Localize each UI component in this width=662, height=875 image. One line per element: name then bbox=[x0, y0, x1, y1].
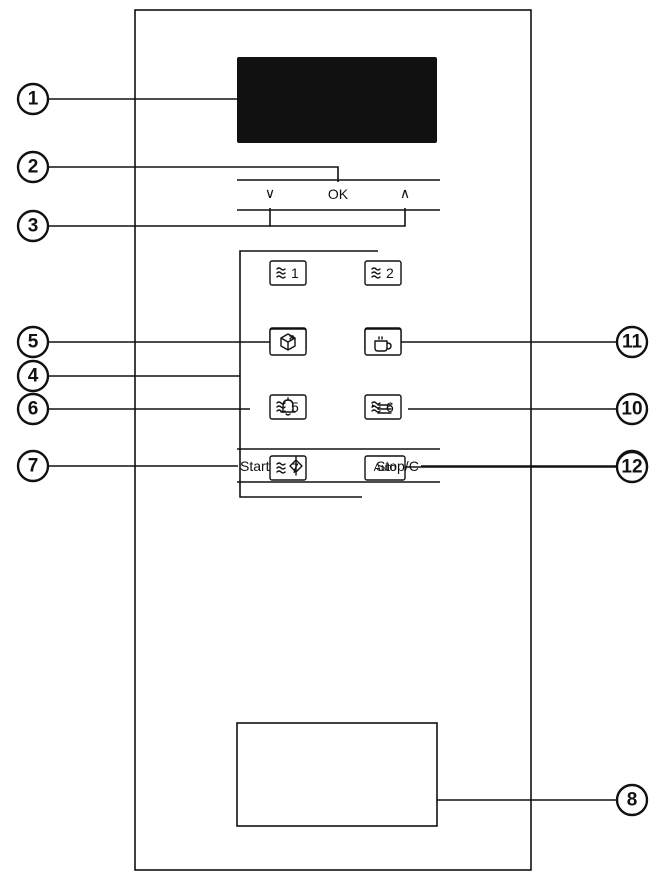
programme-key-7-label: 7 bbox=[291, 460, 299, 476]
svg-text:10: 10 bbox=[621, 399, 642, 420]
menu-button[interactable] bbox=[372, 404, 392, 414]
programme-key-6-label: 6 bbox=[386, 399, 394, 415]
door-release-button[interactable] bbox=[236, 722, 438, 827]
defrost-icon bbox=[280, 333, 296, 351]
callout-8: 8 bbox=[615, 783, 649, 817]
callout-3: 3 bbox=[16, 209, 50, 243]
display-screen bbox=[237, 57, 437, 143]
svg-text:12: 12 bbox=[621, 457, 642, 478]
up-arrow-button[interactable]: ∧ bbox=[400, 185, 410, 201]
bracket-4 bbox=[239, 250, 378, 498]
programme-key-5-label: 5 bbox=[291, 399, 299, 415]
svg-text:2: 2 bbox=[28, 157, 39, 178]
callout-2: 2 bbox=[16, 150, 50, 184]
start-button[interactable]: Start bbox=[240, 456, 303, 476]
svg-text:8: 8 bbox=[627, 790, 638, 811]
wave-icon bbox=[371, 267, 381, 279]
svg-text:1: 1 bbox=[28, 89, 39, 110]
programme-key-7[interactable]: 7 bbox=[269, 455, 307, 481]
callout-4: 4 bbox=[16, 359, 50, 393]
callout-11: 11 bbox=[615, 325, 649, 359]
wave-icon bbox=[276, 267, 286, 279]
auto-button[interactable]: Auto bbox=[364, 455, 406, 481]
cup-icon bbox=[374, 336, 392, 352]
wave-icon bbox=[276, 462, 286, 474]
callout-10: 10 bbox=[615, 392, 649, 426]
programme-key-5[interactable]: 5 bbox=[269, 394, 307, 420]
svg-text:6: 6 bbox=[28, 399, 39, 420]
start-power-icon bbox=[289, 456, 303, 476]
start-button-label: Start bbox=[240, 458, 270, 474]
programme-key-1-label: 1 bbox=[291, 265, 299, 281]
svg-text:11: 11 bbox=[622, 332, 643, 353]
callout-1: 1 bbox=[16, 82, 50, 116]
leader-3b bbox=[270, 208, 406, 227]
ok-button[interactable]: OK bbox=[328, 186, 349, 202]
reheat-button[interactable] bbox=[364, 328, 402, 356]
svg-text:5: 5 bbox=[28, 332, 39, 353]
auto-button-label: Auto bbox=[374, 462, 397, 474]
bell-icon bbox=[280, 397, 296, 416]
callout-5: 5 bbox=[16, 325, 50, 359]
callout-12: 12 bbox=[615, 450, 649, 484]
defrost-key-visible-element[interactable] bbox=[269, 328, 307, 356]
svg-text:3: 3 bbox=[28, 216, 39, 237]
programme-key-6[interactable]: 6 bbox=[364, 394, 402, 420]
svg-text:4: 4 bbox=[28, 366, 39, 387]
callout-7: 7 bbox=[16, 449, 50, 483]
leader-2 bbox=[49, 166, 339, 182]
stop-clear-button[interactable]: Stop/C bbox=[376, 458, 419, 474]
callout-6: 6 bbox=[16, 392, 50, 426]
timer-button[interactable] bbox=[280, 397, 296, 416]
programme-key-2[interactable]: 2 bbox=[364, 260, 402, 286]
svg-text:7: 7 bbox=[28, 456, 39, 477]
programme-key-2-label: 2 bbox=[386, 265, 394, 281]
menu-list-icon bbox=[372, 404, 392, 414]
down-arrow-button[interactable]: ∨ bbox=[265, 185, 275, 201]
programme-key-1[interactable]: 1 bbox=[269, 260, 307, 286]
